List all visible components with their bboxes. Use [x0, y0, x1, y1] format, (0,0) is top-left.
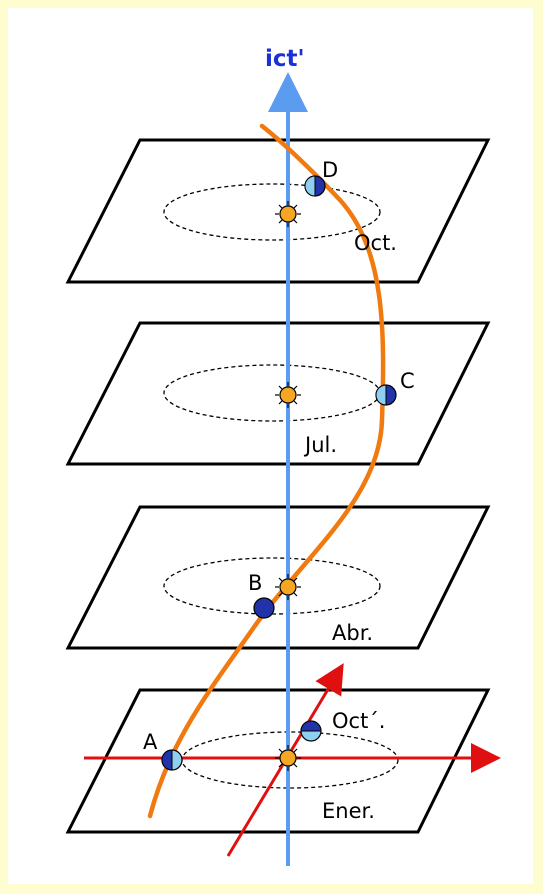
earth-a-icon [162, 750, 182, 770]
plane-abr [68, 507, 488, 648]
earth-oct-prime-icon [301, 721, 321, 741]
plane-jul [68, 323, 488, 464]
month-ener-label: Ener. [322, 799, 375, 823]
earth-b-icon [254, 598, 274, 618]
plane-oct [68, 140, 488, 282]
point-d-label: D [322, 158, 338, 182]
earth-c-icon [376, 385, 396, 405]
point-b-label: B [248, 571, 262, 595]
axis-label: ict' [265, 46, 305, 72]
month-jul-label: Jul. [303, 433, 337, 457]
month-oct-label: Oct. [354, 231, 397, 255]
month-abr-label: Abr. [332, 621, 373, 645]
plane-ener [68, 690, 488, 832]
point-c-label: C [400, 369, 415, 393]
point-a-label: A [143, 730, 158, 754]
oct-prime-label: Oct´. [332, 709, 385, 733]
